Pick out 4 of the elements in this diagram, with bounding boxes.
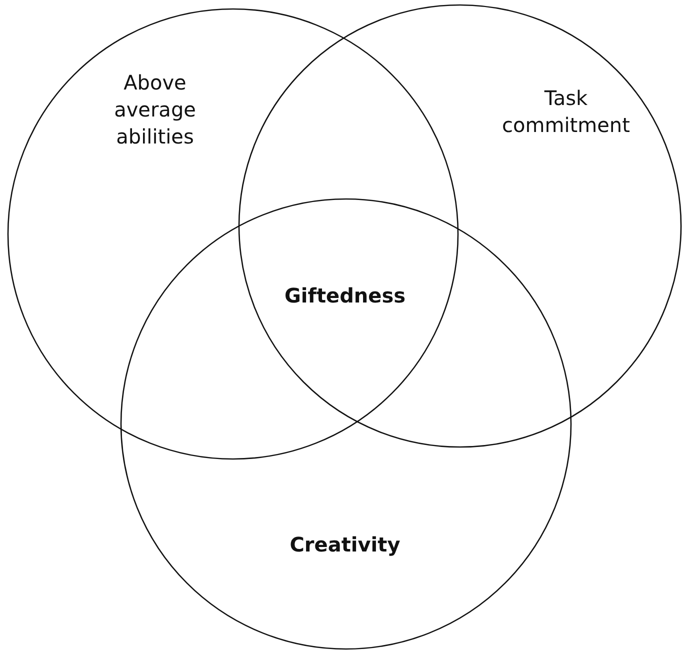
circle-label: Task commitment [501, 85, 631, 139]
circle-label: Creativity [288, 532, 402, 558]
circle-label: Above average abilities [113, 70, 197, 150]
overlap-label: Giftedness [284, 282, 406, 310]
